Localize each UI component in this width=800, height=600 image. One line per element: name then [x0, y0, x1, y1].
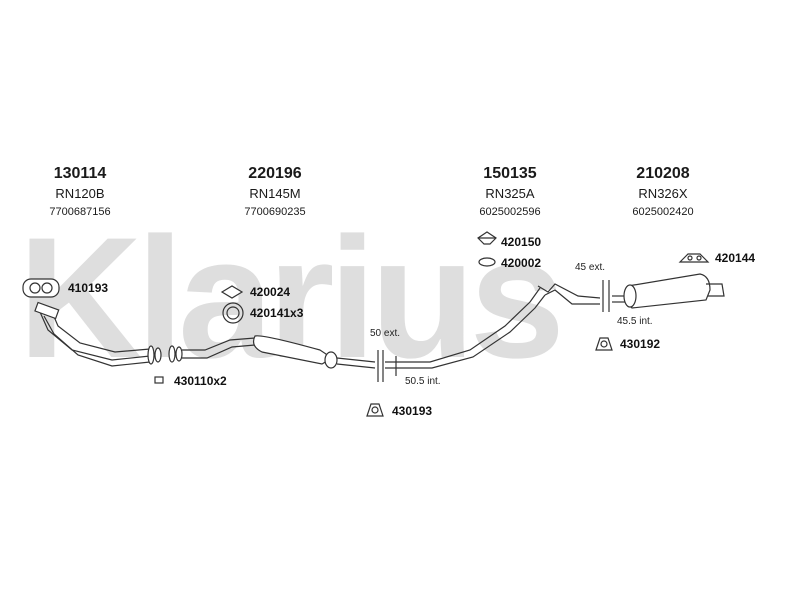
mount-icon: [477, 231, 497, 245]
mount-icon: [220, 285, 244, 299]
part-code: RN120B: [55, 186, 105, 201]
oem-number: 7700690235: [244, 206, 306, 218]
ring-icon: [222, 302, 244, 324]
dimension-note: 45.5 int.: [617, 316, 653, 327]
section-header-2: 220196 RN145M 7700690235: [225, 165, 325, 219]
part-number: 130114: [53, 165, 107, 182]
mount-icon: [678, 253, 710, 263]
part-code: RN326X: [638, 186, 688, 201]
rear-silencer-drawing: [612, 273, 725, 309]
part-code: RN325A: [485, 186, 535, 201]
center-pipe-drawing: [385, 283, 601, 369]
part-number: 210208: [636, 165, 690, 182]
part-label-ring: 420141x3: [250, 306, 304, 320]
part-label-mount: 420144: [715, 251, 756, 265]
bracket-icon: [366, 403, 384, 417]
part-label-gasket: 410193: [68, 281, 109, 295]
pipe-joint-marks: [602, 280, 610, 312]
oem-number: 7700687156: [49, 206, 111, 218]
part-code: RN145M: [249, 186, 301, 201]
bracket-icon: [595, 337, 613, 351]
part-label-mount: 420002: [501, 256, 542, 270]
dimension-note: 50 ext.: [370, 328, 401, 339]
part-label-bracket: 430193: [392, 404, 433, 418]
mid-pipe-drawing: [168, 335, 376, 369]
part-label-bracket: 430192: [620, 337, 661, 351]
part-label-clamp: 430110x2: [174, 374, 227, 388]
dimension-note: 45 ext.: [575, 262, 606, 273]
oem-number: 6025002420: [632, 206, 694, 218]
downpipe-drawing: [34, 301, 162, 367]
section-header-1: 130114 RN120B 7700687156: [30, 165, 130, 219]
part-number: 150135: [483, 165, 537, 182]
part-label-mount: 420150: [501, 235, 542, 249]
section-header-4: 210208 RN326X 6025002420: [613, 165, 713, 219]
dimension-note: 50.5 int.: [405, 376, 441, 387]
gasket-icon: [22, 278, 60, 298]
section-header-3: 150135 RN325A 6025002596: [460, 165, 560, 219]
pipe-joint-marks: [377, 350, 397, 382]
clamp-icon: [154, 376, 164, 384]
oem-number: 6025002596: [479, 206, 541, 218]
part-number: 220196: [248, 165, 302, 182]
part-label-mount: 420024: [250, 285, 291, 299]
mount-icon: [478, 257, 496, 267]
